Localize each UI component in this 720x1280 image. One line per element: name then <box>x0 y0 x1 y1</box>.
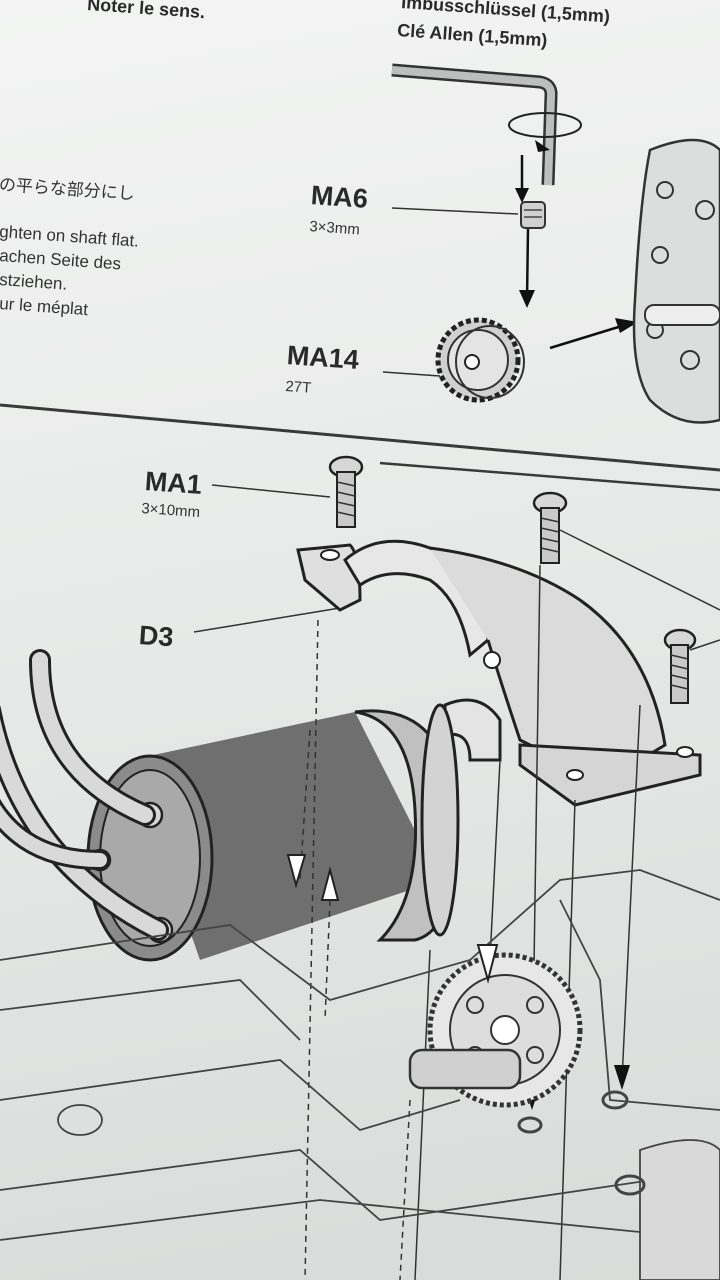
section-divider-2 <box>379 461 720 492</box>
arrow-to-ma14 <box>525 227 530 301</box>
pinion-gear-icon <box>435 317 525 403</box>
part-size-ma6: 3×3mm <box>308 218 361 239</box>
guide-line <box>489 759 501 961</box>
part-code-d3: D3 <box>137 620 175 653</box>
screw-icon <box>663 628 697 704</box>
guide-line <box>324 899 331 1021</box>
guide-line <box>414 949 431 1280</box>
arrow-to-shaft <box>549 323 626 350</box>
spur-gear-icon <box>408 944 583 1108</box>
electric-motor-icon <box>0 649 460 962</box>
motor-mount-d3-icon <box>296 539 702 807</box>
part-size-ma14: 27T <box>284 378 312 397</box>
part-code-ma6: MA6 <box>309 180 369 214</box>
gearbox-housing-icon <box>632 138 720 424</box>
allen-wrench-icon <box>391 63 582 186</box>
guide-line <box>304 619 319 1280</box>
part-code-ma1: MA1 <box>143 466 203 500</box>
chassis-icon <box>0 869 720 1280</box>
screw-ma1-icon <box>328 455 364 528</box>
set-screw-icon <box>520 201 546 229</box>
section-divider <box>0 403 720 472</box>
part-code-ma14: MA14 <box>285 340 360 375</box>
screw-icon <box>532 491 568 564</box>
guide-line <box>399 1099 411 1280</box>
guide-line <box>621 704 641 1081</box>
